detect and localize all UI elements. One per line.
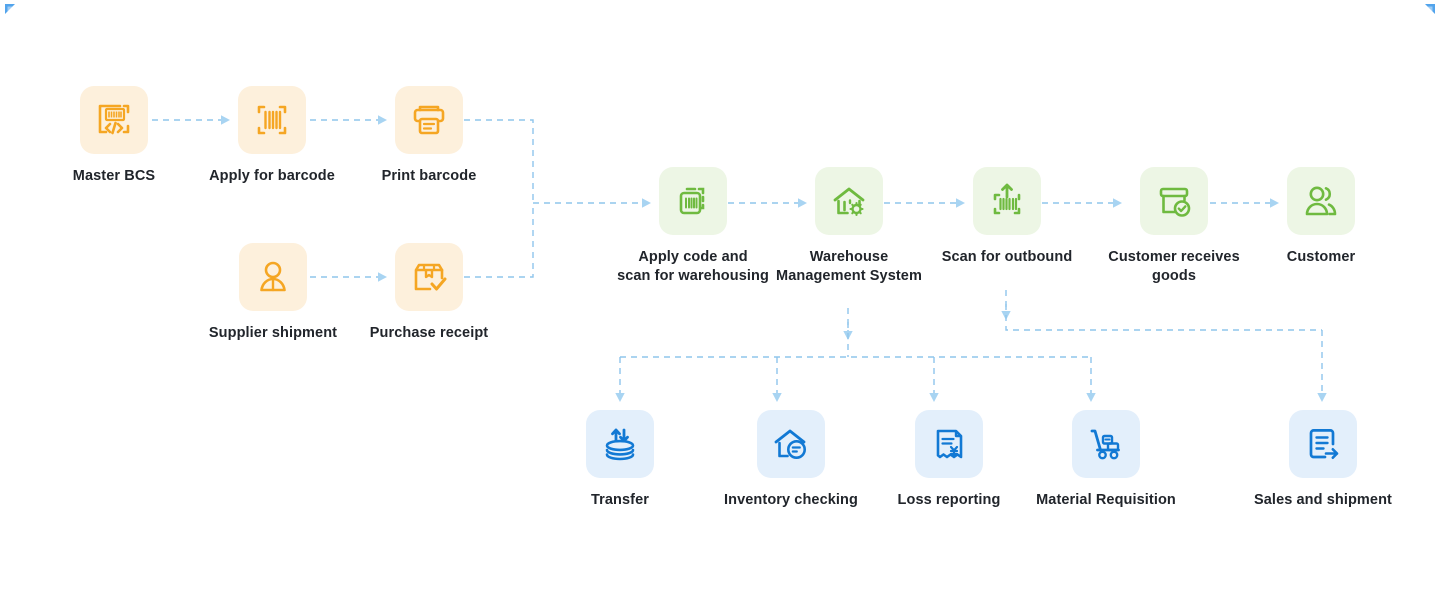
sales-and-shipment-tile (1289, 410, 1357, 478)
node-transfer[interactable]: Transfer (552, 410, 688, 510)
node-apply-code-scan[interactable]: Apply code and scan for warehousing (583, 167, 803, 286)
node-purchase-receipt[interactable]: Purchase receipt (361, 243, 497, 343)
node-print-barcode[interactable]: Print barcode (361, 86, 497, 186)
master-bcs-tile (80, 86, 148, 154)
node-label: Customer (1286, 249, 1356, 265)
node-label: Supplier shipment (208, 325, 338, 341)
box-check-icon (414, 263, 447, 291)
apply-code-scan-tile (659, 167, 727, 235)
node-label: Loss reporting (897, 492, 1001, 508)
node-label: Sales and shipment (1254, 492, 1392, 508)
node-material-requisition[interactable]: Material Requisition (1023, 410, 1189, 510)
hand-trolley-icon (1090, 429, 1120, 460)
node-loss-reporting[interactable]: Loss reporting (866, 410, 1032, 510)
wms-tile (815, 167, 883, 235)
customer-tile (1287, 167, 1355, 235)
supplier-shipment-tile (239, 243, 307, 311)
inventory-checking-tile (757, 410, 825, 478)
node-scan-for-outbound[interactable]: Scan for outbound (939, 167, 1075, 267)
doc-arrow-out-icon (1309, 429, 1339, 459)
node-warehouse-management-system[interactable]: Warehouse Management System (745, 167, 953, 286)
stack-transfer-icon (605, 428, 635, 461)
receipt-yen-icon (936, 429, 963, 459)
barcode-scan-icon (257, 105, 287, 135)
node-label: Inventory checking (724, 492, 858, 508)
node-label: Apply code and scan for warehousing (617, 249, 769, 284)
node-label: Master BCS (72, 168, 156, 184)
node-customer-receives-goods[interactable]: Customer receives goods (1088, 167, 1260, 286)
node-label: Customer receives goods (1108, 249, 1240, 284)
transfer-tile (586, 410, 654, 478)
barcode-copy-icon (679, 187, 705, 215)
node-label: Transfer (590, 492, 650, 508)
barcode-upload-icon (993, 183, 1021, 215)
node-label: Material Requisition (1036, 492, 1176, 508)
purchase-receipt-tile (395, 243, 463, 311)
box-approved-icon (1159, 187, 1191, 217)
wire-scanout-elbow (1005, 304, 1322, 331)
node-label: Purchase receipt (369, 325, 489, 341)
supplier-person-icon (260, 261, 286, 292)
material-requisition-tile (1072, 410, 1140, 478)
node-label: Apply for barcode (209, 168, 335, 184)
corner-watermark-left-icon (5, 4, 15, 14)
node-label: Warehouse Management System (776, 249, 922, 284)
node-label: Scan for outbound (941, 249, 1073, 265)
printer-icon (413, 105, 445, 135)
node-master-bcs[interactable]: Master BCS (46, 86, 182, 186)
node-label: Print barcode (381, 168, 477, 184)
scan-outbound-tile (973, 167, 1041, 235)
print-barcode-tile (395, 86, 463, 154)
loss-reporting-tile (915, 410, 983, 478)
warehouse-gear-icon (833, 187, 865, 217)
node-supplier-shipment[interactable]: Supplier shipment (204, 243, 342, 343)
users-icon (1305, 186, 1337, 216)
barcode-code-icon (98, 104, 130, 135)
corner-watermark-right-icon (1425, 4, 1435, 14)
apply-for-barcode-tile (238, 86, 306, 154)
warehouse-search-icon (774, 429, 806, 459)
node-apply-for-barcode[interactable]: Apply for barcode (204, 86, 340, 186)
node-customer[interactable]: Customer (1253, 167, 1389, 267)
node-sales-and-shipment[interactable]: Sales and shipment (1247, 410, 1399, 510)
customer-receives-tile (1140, 167, 1208, 235)
node-inventory-checking[interactable]: Inventory checking (701, 410, 881, 510)
